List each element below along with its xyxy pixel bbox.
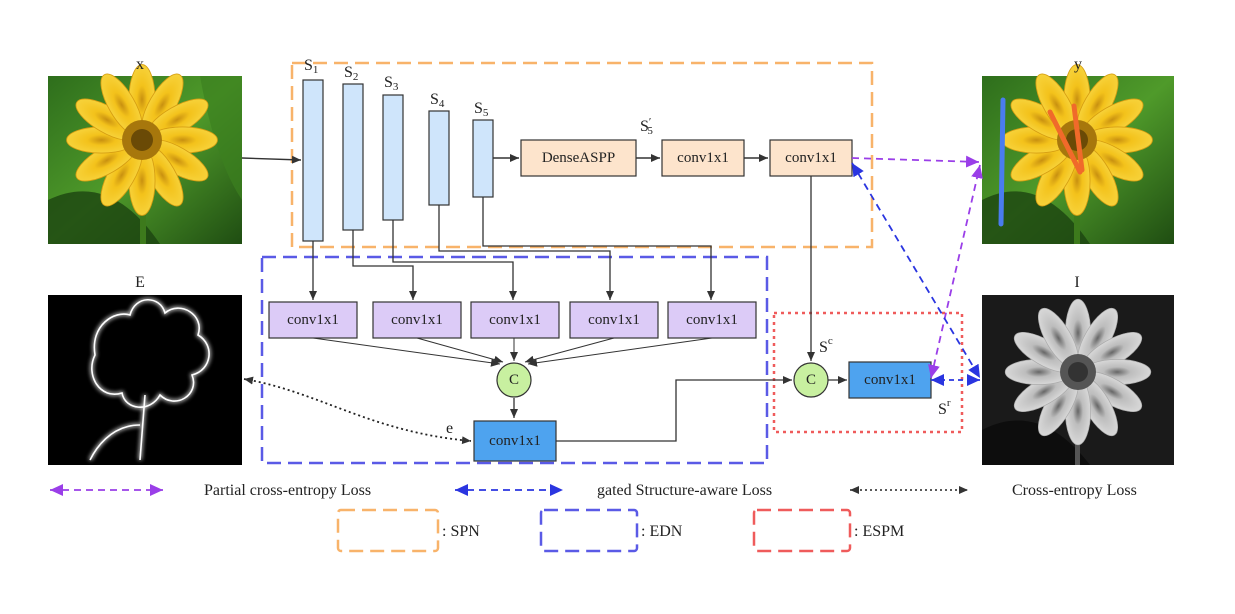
edn-conv-label-2: conv1x1 [391, 312, 443, 328]
encoder-stage-4 [428, 110, 450, 206]
encoder-stage-2 [342, 83, 364, 231]
edn-conv-block-4 [569, 301, 659, 339]
spn-frame [290, 61, 874, 249]
edn-concat-node [496, 362, 532, 398]
edn-conv-label-4: conv1x1 [588, 312, 640, 328]
gated-sa-connector-1 [851, 162, 981, 379]
edn-conv-label-5: conv1x1 [686, 312, 738, 328]
legend-partial-ce-label: Partial cross-entropy Loss [204, 482, 371, 499]
edn-conv-block-5 [667, 301, 757, 339]
label-x: x [136, 56, 144, 73]
edn-conv-block-1 [268, 301, 358, 339]
output-image-y [982, 63, 1174, 244]
legend-gated-sa-label: gated Structure-aware Loss [597, 482, 772, 499]
input-image-x [48, 63, 242, 244]
label-s3: S3 [384, 74, 399, 93]
label-s5: S5 [474, 100, 489, 119]
label-s4: S4 [430, 91, 445, 110]
spn-conv-block-1 [661, 139, 745, 177]
legend-ce-label: Cross-entropy Loss [1012, 482, 1137, 499]
edn-frame [260, 255, 769, 465]
label-s1: S1 [304, 57, 318, 76]
label-sr: Sr [938, 397, 951, 418]
espm-concat-label: C [806, 372, 816, 388]
legend-edn-box [539, 508, 639, 553]
label-sc: Sc [819, 335, 833, 356]
legend-espm-label: : ESPM [854, 523, 904, 540]
encoder-stage-1 [302, 79, 324, 242]
partial-ce-connector-2 [928, 164, 983, 379]
label-s2: S2 [344, 64, 358, 83]
gray-image-I [982, 295, 1174, 465]
label-I: I [1074, 274, 1079, 291]
espm-conv-label: conv1x1 [864, 372, 916, 388]
edn-conv-label-1: conv1x1 [287, 312, 339, 328]
edge-image-E [48, 295, 242, 465]
label-s5-prime: S′5 [640, 116, 653, 137]
ce-loss-connector [243, 376, 472, 445]
legend-espm-box [752, 508, 852, 553]
edn-output-conv-block [473, 420, 557, 462]
label-E: E [135, 274, 145, 291]
partial-ce-connector-1 [851, 155, 980, 168]
spn-conv-label-2: conv1x1 [785, 150, 837, 166]
label-e: e [446, 420, 453, 437]
edn-output-conv-label: conv1x1 [489, 433, 541, 449]
legend-spn-label: : SPN [442, 523, 480, 540]
encoder-stage-3 [382, 94, 404, 221]
edn-conv-label-3: conv1x1 [489, 312, 541, 328]
dense-aspp-label: DenseASPP [542, 150, 615, 166]
edn-conv-block-3 [470, 301, 560, 339]
spn-conv-block-2 [769, 139, 853, 177]
label-y: y [1074, 56, 1082, 73]
legend-spn-box [336, 508, 440, 553]
edn-concat-label: C [509, 372, 519, 388]
spn-conv-label-1: conv1x1 [677, 150, 729, 166]
legend-edn-label: : EDN [641, 523, 683, 540]
encoder-stage-5 [472, 119, 494, 198]
